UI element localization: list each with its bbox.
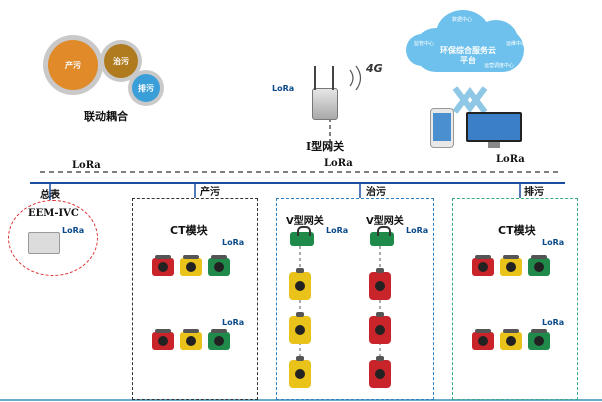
cloud-node-3: 运维中心: [506, 41, 527, 47]
ct-module-yellow-icon: [180, 329, 202, 350]
v-module-red-icon: [369, 268, 391, 300]
cloud-icon: [400, 6, 536, 74]
section-produce: 产污: [200, 187, 220, 198]
treat-v1-title: V型网关: [286, 216, 324, 227]
gateway-device-icon: [312, 88, 338, 120]
discharge-lora-2: LoRa: [542, 318, 565, 327]
cloud-title: 环保综合服务云平台: [440, 46, 496, 65]
treat-lora-2: LoRa: [406, 226, 429, 235]
gear-produce: 产污: [48, 40, 98, 90]
eem-label: EEM-IVC: [28, 208, 79, 219]
ct-module-red-icon: [152, 329, 174, 350]
eem-lora-label: LoRa: [62, 226, 85, 235]
gear-discharge: 排污: [132, 74, 160, 102]
monitor-stand-icon: [488, 142, 500, 148]
gears-caption: 联动耦合: [84, 110, 128, 123]
gateway-label: I型网关: [306, 140, 345, 153]
link-lora-right: LoRa: [496, 154, 525, 165]
section-treat: 治污: [366, 187, 386, 198]
discharge-title: CT模块: [498, 224, 536, 237]
ct-module-red-icon: [152, 255, 174, 276]
antenna-right-icon: [332, 66, 334, 90]
ct-module-green-icon: [528, 255, 550, 276]
monitor-icon: [466, 112, 522, 142]
ct-module-red-icon: [472, 255, 494, 276]
link-lora-left: LoRa: [72, 160, 101, 171]
ct-module-yellow-icon: [180, 255, 202, 276]
gear-discharge-label: 排污: [138, 83, 154, 93]
ct-module-green-icon: [208, 329, 230, 350]
produce-lora-2: LoRa: [222, 318, 245, 327]
cloud-arrow-1: [452, 86, 488, 113]
section-total: 总表: [40, 190, 60, 201]
gear-treat-label: 治污: [113, 56, 129, 66]
ct-module-green-icon: [528, 329, 550, 350]
ct-module-green-icon: [208, 255, 230, 276]
eem-area: [8, 200, 98, 276]
treat-lora-1: LoRa: [326, 226, 349, 235]
ct-module-yellow-icon: [500, 329, 522, 350]
v-gateway-right-icon: [370, 226, 394, 246]
cloud-node-4: 运营调度中心: [484, 63, 515, 69]
v-module-red-icon: [369, 356, 391, 388]
cloud-node-1: 数据中心: [452, 17, 473, 23]
v-module-yellow-icon: [289, 312, 311, 344]
cloud-arrow-2: [452, 87, 488, 114]
section-discharge: 排污: [524, 187, 544, 198]
gear-treat: 治污: [104, 44, 138, 78]
antenna-left-icon: [314, 66, 316, 90]
phone-icon: [430, 108, 454, 148]
wave-2: [355, 65, 362, 91]
treat-v2-title: V型网关: [366, 216, 404, 227]
gear-produce-label: 产污: [65, 60, 81, 70]
gateway-lora-label: LoRa: [272, 84, 295, 93]
link-lora-center: LoRa: [324, 158, 353, 169]
ct-module-red-icon: [472, 329, 494, 350]
v-module-red-icon: [369, 312, 391, 344]
v-module-yellow-icon: [289, 356, 311, 388]
cloud-node-2: 监管中心: [414, 41, 435, 47]
discharge-lora-1: LoRa: [542, 238, 565, 247]
produce-box: [132, 198, 258, 400]
v-module-yellow-icon: [289, 268, 311, 300]
treat-box: [276, 198, 434, 400]
eem-device-icon: [28, 232, 60, 254]
discharge-box: [452, 198, 578, 400]
produce-lora-1: LoRa: [222, 238, 245, 247]
v-gateway-left-icon: [290, 226, 314, 246]
wave-1: [349, 69, 354, 87]
produce-title: CT模块: [170, 224, 208, 237]
ct-module-yellow-icon: [500, 255, 522, 276]
badge-4g: 4G: [366, 62, 383, 75]
